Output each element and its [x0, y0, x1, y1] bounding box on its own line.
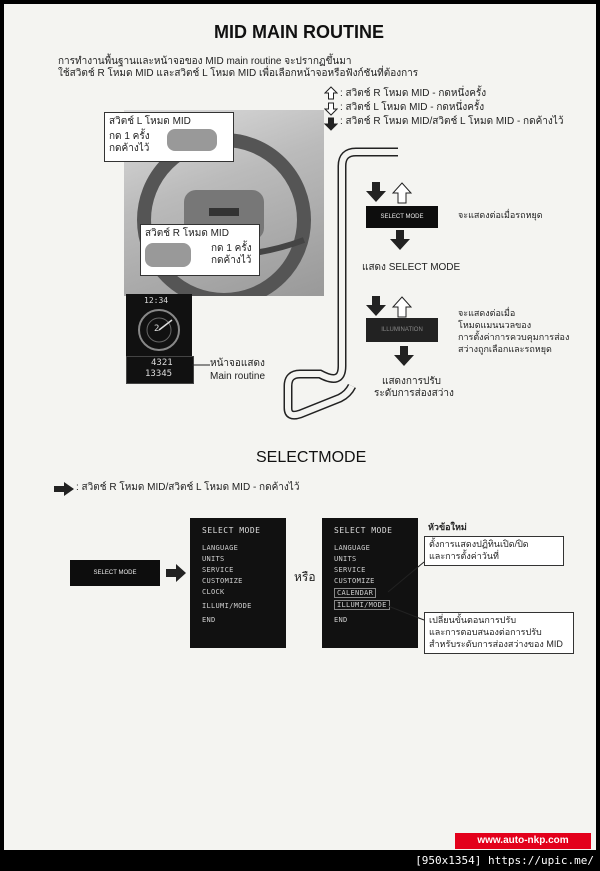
switch-l-title: สวิตช์ L โหมด MID	[109, 116, 191, 127]
page-title: MID MAIN ROUTINE	[214, 22, 384, 42]
switch-r-callout: สวิตช์ R โหมด MID กด 1 ครั้ง กดค้างไว้	[140, 224, 260, 276]
callout-leader-lines	[387, 561, 425, 621]
switch-l-press-once: กด 1 ครั้ง	[109, 131, 150, 142]
switch-r-press-once: กด 1 ครั้ง	[211, 243, 252, 254]
select-menu-right: SELECT MODE LANGUAGE UNITS SERVICE CUSTO…	[322, 518, 418, 648]
illum-result-1: แสดงการปรับ	[382, 376, 442, 387]
callout-illumi-1: เปลี่ยนขั้นตอนการปรับ	[429, 615, 517, 625]
menu-right-item-end[interactable]: END	[334, 616, 348, 624]
selectmode-block-arrow-icon	[166, 564, 186, 582]
menu-right-header: SELECT MODE	[334, 526, 393, 535]
callout-calendar-1: ตั้งการแสดงปฏิทินเปิด/ปิด	[429, 539, 529, 549]
switch-r-title: สวิตช์ R โหมด MID	[145, 228, 229, 239]
callout-illumi-2: และการตอบสนองต่อการปรับ	[429, 627, 542, 637]
illumination-block: ILLUMINATION	[366, 318, 438, 342]
menu-left-item-end[interactable]: END	[202, 616, 216, 624]
illum-result-arrow-icon	[394, 346, 414, 366]
menu-right-item-illumi-mode[interactable]: ILLUMI/MODE	[334, 600, 390, 610]
switch-r-hold: กดค้างไว้	[211, 255, 252, 266]
image-host-footer: [950x1354] https://upic.me/	[0, 850, 600, 871]
select-up-arrow-icon	[391, 182, 412, 204]
odometer-bottom: 13345	[145, 369, 173, 379]
selectmode-legend: : สวิตช์ R โหมด MID/สวิตช์ L โหมด MID - …	[76, 482, 300, 493]
menu-right-item-language[interactable]: LANGUAGE	[334, 544, 371, 552]
odometer-top: 4321	[151, 358, 173, 368]
select-menu-left: SELECT MODE LANGUAGE UNITS SERVICE CUSTO…	[190, 518, 286, 648]
select-mode-block: SELECT MODE	[366, 206, 438, 228]
menu-left-item-units[interactable]: UNITS	[202, 555, 225, 563]
callout-calendar: ตั้งการแสดงปฏิทินเปิด/ปิด และการตั้งค่าว…	[424, 536, 564, 566]
new-topic-label: หัวข้อใหม่	[428, 522, 467, 532]
select-result: แสดง SELECT MODE	[362, 262, 461, 273]
legend-item-2: : สวิตช์ L โหมด MID - กดหนึ่งครั้ง	[340, 102, 485, 113]
cluster-gear: 2	[154, 324, 160, 334]
intro-line-2: ใช้สวิตช์ R โหมด MID และสวิตช์ L โหมด MI…	[58, 68, 419, 79]
legend-arrows	[324, 86, 338, 131]
switch-l-hold: กดค้างไว้	[109, 143, 150, 154]
select-result-arrow-icon	[390, 230, 410, 250]
menu-left-item-clock[interactable]: CLOCK	[202, 588, 225, 596]
intro-line-1: การทำงานพื้นฐานและหน้าจอของ MID main rou…	[58, 56, 352, 67]
illum-note-4: สว่างถูกเลือกและรถหยุด	[458, 344, 552, 354]
menu-right-item-customize[interactable]: CUSTOMIZE	[334, 577, 375, 585]
down-arrow-outline-icon	[324, 102, 338, 116]
illum-note-3: การตั้งค่าการควบคุมการส่อง	[458, 332, 570, 342]
menu-right-item-service[interactable]: SERVICE	[334, 566, 366, 574]
gauge-dial-icon	[138, 309, 180, 351]
footer-text: [950x1354] https://upic.me/	[415, 854, 594, 867]
legend-item-1: : สวิตช์ R โหมด MID - กดหนึ่งครั้ง	[340, 88, 487, 99]
or-label: หรือ	[294, 570, 316, 584]
switch-r-stalk-icon	[145, 243, 191, 267]
menu-left-header: SELECT MODE	[202, 526, 261, 535]
menu-right-item-units[interactable]: UNITS	[334, 555, 357, 563]
select-down-arrow-icon	[366, 182, 386, 202]
cluster-gauge: 12:34 2	[126, 294, 192, 356]
selectmode-block: SELECT MODE	[70, 560, 160, 586]
switch-l-stalk-icon	[167, 129, 217, 151]
up-arrow-outline-icon	[324, 86, 338, 100]
document-page: MID MAIN ROUTINE การทำงานพื้นฐานและหน้าจ…	[4, 4, 596, 850]
menu-left-item-illumi-mode[interactable]: ILLUMI/MODE	[202, 602, 252, 610]
illum-result-2: ระดับการส่องสว่าง	[374, 388, 454, 399]
callout-calendar-2: และการตั้งค่าวันที่	[429, 551, 499, 561]
menu-left-item-customize[interactable]: CUSTOMIZE	[202, 577, 243, 585]
legend-item-3: : สวิตช์ R โหมด MID/สวิตช์ L โหมด MID - …	[340, 116, 564, 127]
down-arrow-filled-icon	[324, 117, 338, 131]
cluster-caption-2: Main routine	[210, 371, 266, 382]
menu-right-item-calendar[interactable]: CALENDAR	[334, 588, 377, 598]
brand-label: www.auto-nkp.com	[455, 833, 591, 849]
callout-illumi: เปลี่ยนขั้นตอนการปรับ และการตอบสนองต่อกา…	[424, 612, 574, 654]
illum-down-arrow-icon	[366, 296, 386, 316]
select-note: จะแสดงต่อเมื่อรถหยุด	[458, 210, 543, 220]
menu-left-item-service[interactable]: SERVICE	[202, 566, 234, 574]
cluster-odometer: 4321 13345	[126, 356, 194, 384]
menu-left-item-language[interactable]: LANGUAGE	[202, 544, 239, 552]
cluster-caption-1: หน้าจอแสดง	[210, 358, 265, 369]
selectmode-right-arrow-icon	[54, 482, 74, 496]
callout-illumi-3: สำหรับระดับการส่องสว่างของ MID	[429, 639, 563, 649]
caption-pointer-icon	[192, 364, 210, 366]
switch-l-callout: สวิตช์ L โหมด MID กด 1 ครั้ง กดค้างไว้	[104, 112, 234, 162]
illum-note-2: โหมดแมนนวลของ	[458, 320, 532, 330]
select-arrows	[366, 182, 412, 204]
illum-up-arrow-icon	[391, 296, 412, 318]
flow-loop-arrow-icon	[283, 147, 398, 420]
illum-note-1: จะแสดงต่อเมื่อ	[458, 308, 516, 318]
selectmode-title: SELECTMODE	[256, 449, 367, 466]
cluster-clock: 12:34	[144, 296, 169, 305]
illum-arrows	[366, 296, 412, 318]
